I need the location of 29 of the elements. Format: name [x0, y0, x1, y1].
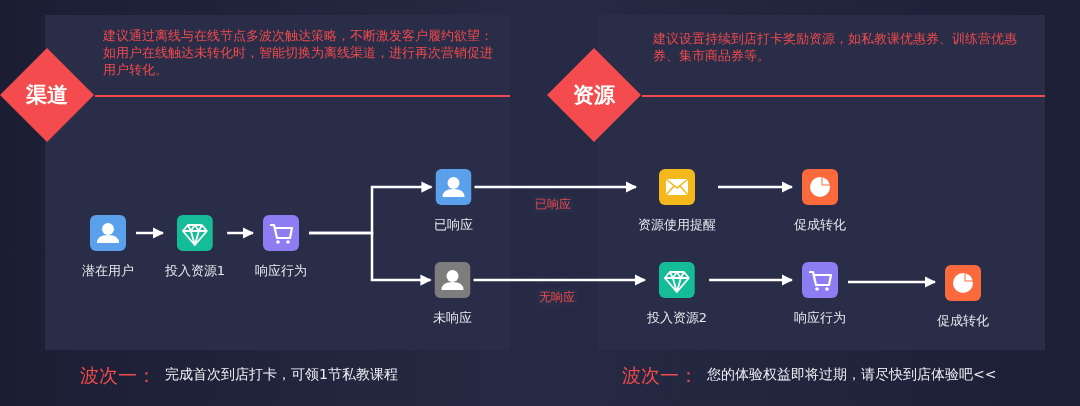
step-caption: 资源使用提醒 — [638, 216, 716, 234]
step-caption: 响应行为 — [794, 309, 846, 327]
step-caption: 投入资源1 — [164, 262, 226, 280]
wave-heading: 波次一： — [622, 363, 698, 388]
step-caption: 潜在用户 — [82, 262, 134, 280]
wave-description: 完成首次到店打卡，可领1节私教课程 — [165, 366, 398, 384]
step-caption: 未响应 — [432, 309, 472, 327]
category-diamond: 渠道 — [0, 48, 94, 142]
description-text: 建议通过离线与在线节点多波次触达策略，不断激发客户履约欲望：如用户在线触达未转化时，智能切换为离线渠道，进行再次营销促进用户转化。 — [103, 27, 494, 78]
arrow — [718, 181, 794, 193]
arrow — [709, 274, 794, 286]
wave-heading: 波次一： — [80, 363, 156, 388]
edge-label: 已响应 — [533, 195, 574, 213]
category-diamond: 资源 — [547, 48, 641, 142]
step-caption: 投入资源2 — [646, 309, 708, 327]
arrow — [136, 227, 164, 239]
arrow — [474, 181, 638, 193]
step-caption: 促成转化 — [937, 312, 989, 330]
arrow — [227, 227, 255, 239]
step-caption: 促成转化 — [794, 216, 846, 234]
panel — [641, 15, 1045, 350]
step-caption: 已响应 — [433, 216, 473, 234]
edge-label: 无响应 — [537, 288, 578, 306]
step-caption: 响应行为 — [255, 262, 307, 280]
arrow — [848, 276, 937, 288]
description-text: 建议设置持续到店打卡奖励资源，如私教课优惠券、训练营优惠券、集市商品券等。 — [653, 30, 1018, 64]
arrow — [309, 231, 432, 286]
arrow — [473, 274, 646, 286]
wave-description: 您的体验权益即将过期，请尽快到店体验吧<< — [707, 366, 997, 384]
